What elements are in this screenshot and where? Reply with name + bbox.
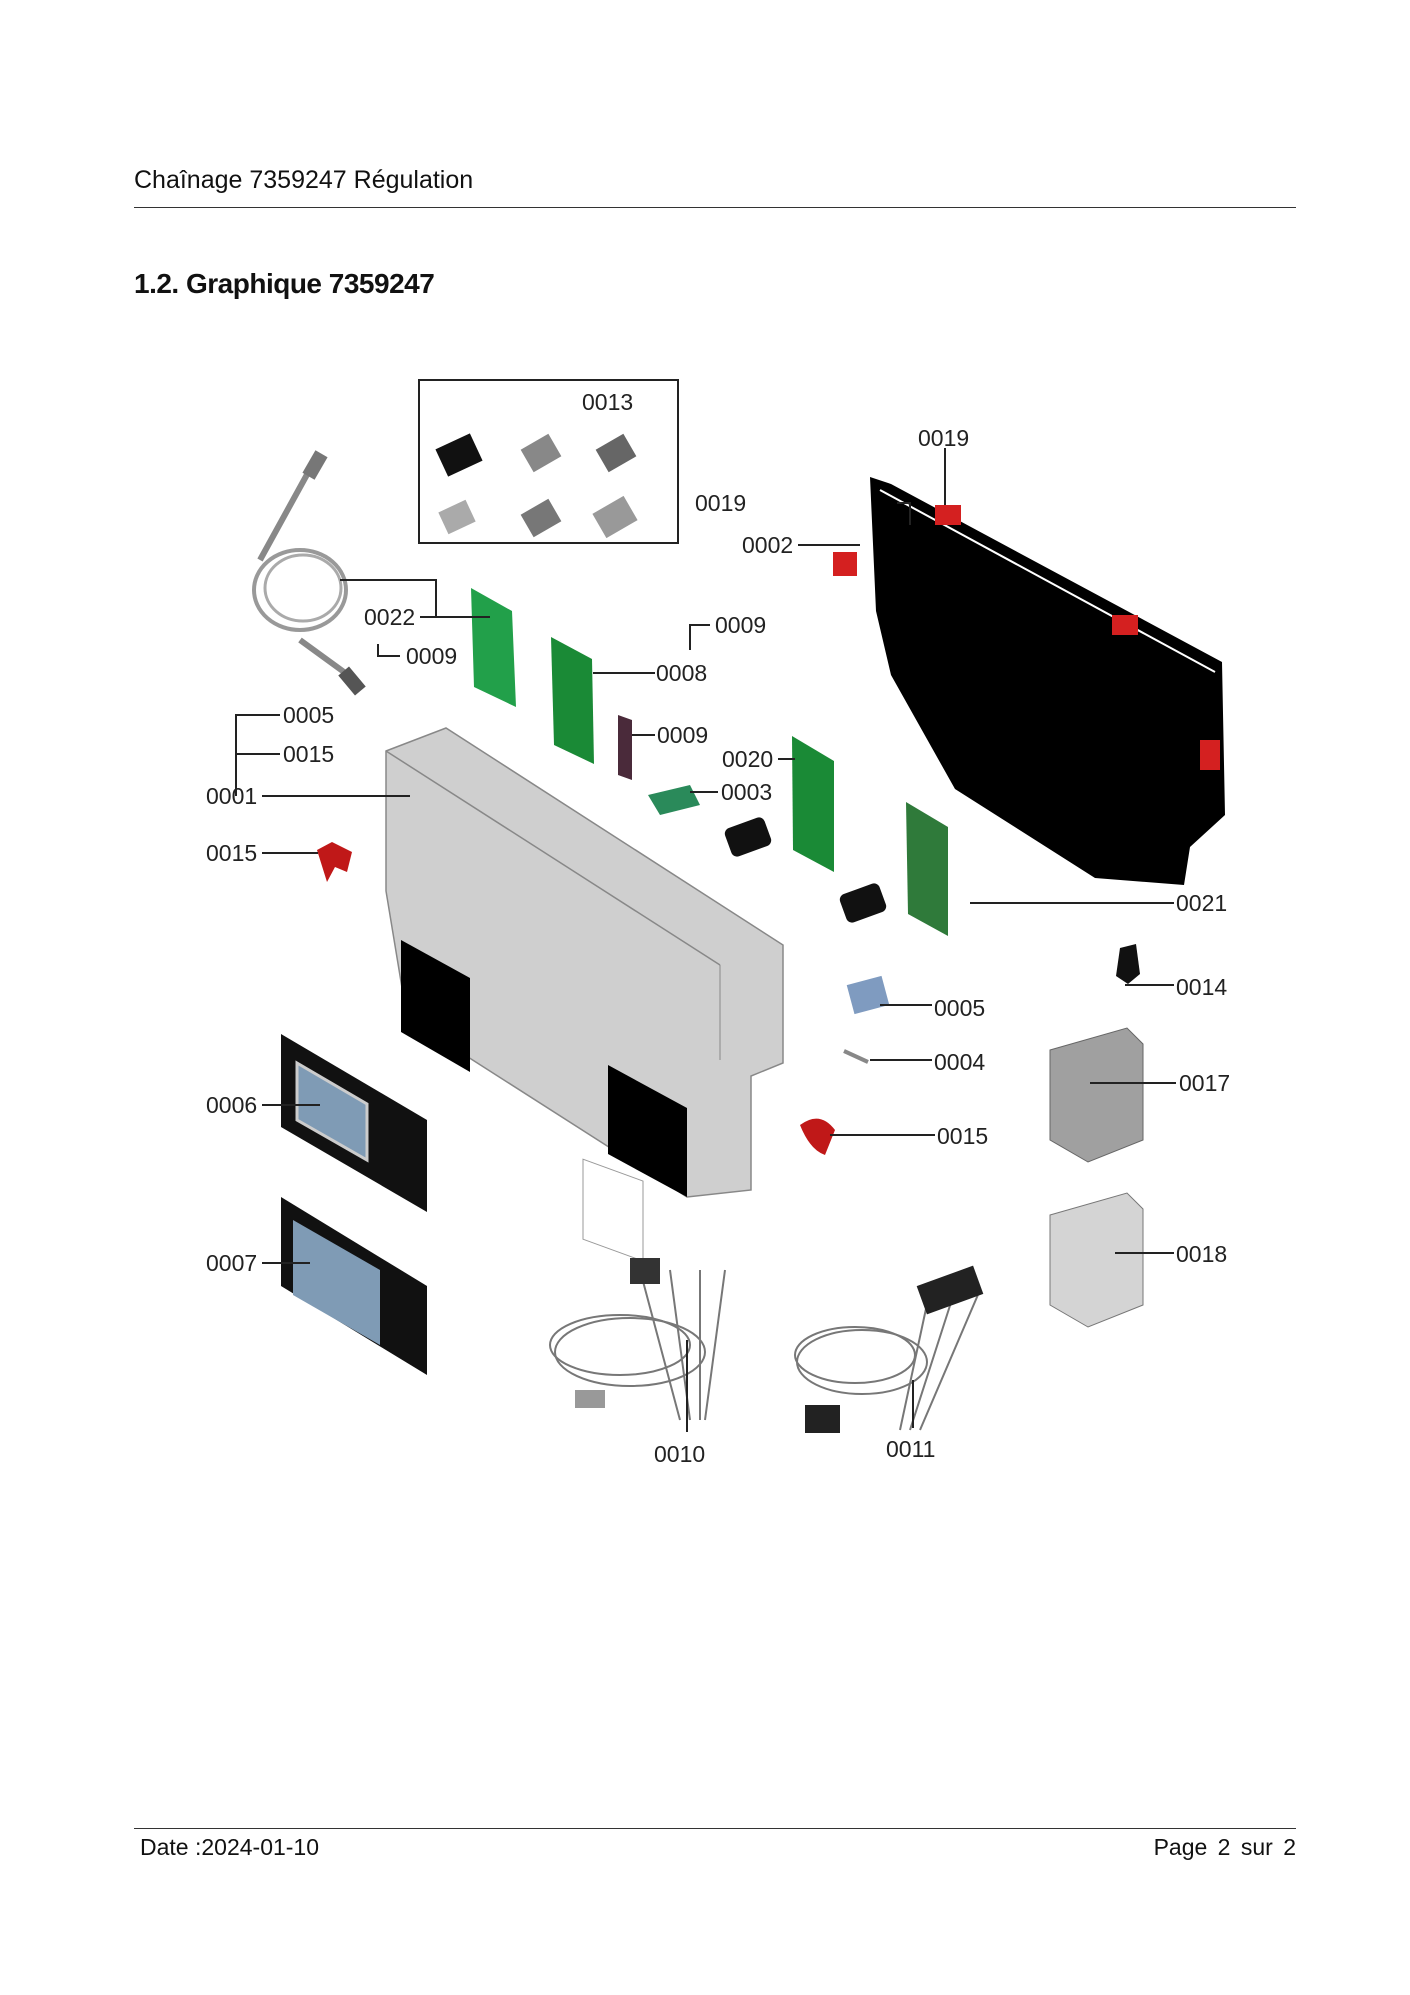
section-heading: 1.2. Graphique 7359247 xyxy=(134,268,435,299)
callout-0017: 0017 xyxy=(1179,1070,1230,1096)
callout-0009: 0009 xyxy=(657,722,708,748)
callout-0009: 0009 xyxy=(715,612,766,638)
clip-0019 xyxy=(935,505,961,525)
callout-0018: 0018 xyxy=(1176,1241,1227,1267)
clip-0015 xyxy=(317,842,352,882)
callout-0015: 0015 xyxy=(937,1123,988,1149)
callout-0019: 0019 xyxy=(695,490,746,516)
callout-0022: 0022 xyxy=(364,604,415,630)
callout-0008: 0008 xyxy=(656,660,707,686)
callout-0011: 0011 xyxy=(886,1436,935,1462)
bus-cable xyxy=(252,450,366,696)
footer-divider xyxy=(134,1828,1296,1829)
callout-0009: 0009 xyxy=(406,643,457,669)
header-divider xyxy=(134,207,1296,208)
callout-0001: 0001 xyxy=(206,783,257,809)
callout-0014: 0014 xyxy=(1176,974,1227,1000)
connector-set-frame xyxy=(418,379,679,544)
callout-0020: 0020 xyxy=(722,746,773,772)
callout-0015: 0015 xyxy=(283,741,334,767)
callout-0021: 0021 xyxy=(1176,890,1227,916)
document-header-title: Chaînage 7359247 Régulation xyxy=(134,166,474,194)
callout-0005: 0005 xyxy=(283,702,334,728)
callout-0013: 0013 xyxy=(582,389,633,415)
callout-0002: 0002 xyxy=(742,532,793,558)
callout-0004: 0004 xyxy=(934,1049,985,1075)
callout-0010: 0010 xyxy=(654,1441,705,1467)
callout-labels: 0013 0019 0019 0002 0022 0009 0009 0008 … xyxy=(206,389,1230,1467)
wiring-harnesses xyxy=(549,1258,984,1433)
callout-0003: 0003 xyxy=(721,779,772,805)
rear-cover-panel xyxy=(833,477,1225,885)
callout-0015: 0015 xyxy=(206,840,257,866)
callout-0005: 0005 xyxy=(934,995,985,1021)
footer-date: Date :2024-01-10 xyxy=(140,1834,320,1860)
display-modules xyxy=(281,1034,427,1375)
leader-lines xyxy=(235,448,1176,1432)
footer-page-number: Page 2 sur 2 xyxy=(1153,1834,1296,1860)
small-parts xyxy=(800,944,1144,1328)
callout-0007: 0007 xyxy=(206,1250,257,1276)
callout-0006: 0006 xyxy=(206,1092,257,1118)
callout-0019: 0019 xyxy=(918,425,969,451)
control-housing xyxy=(317,727,784,1262)
